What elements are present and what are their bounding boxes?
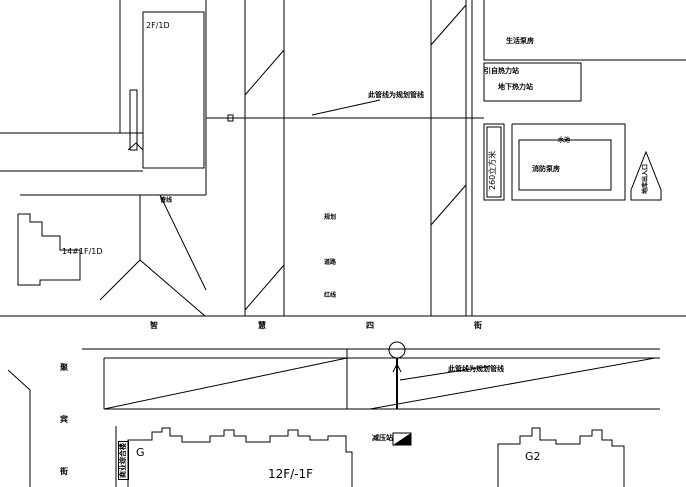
street-hatch-2 bbox=[369, 357, 656, 410]
street-hatch-1 bbox=[103, 357, 348, 410]
label-pipe-top: 此管线为规划管线 bbox=[368, 91, 424, 99]
label-block-floors: 12F/-1F bbox=[268, 467, 314, 481]
pipe-valve bbox=[227, 114, 234, 122]
label-street-4: 街 bbox=[474, 321, 482, 330]
left-side-road bbox=[7, 369, 31, 487]
left-boundary-line bbox=[119, 0, 143, 134]
building-2f-outline bbox=[142, 11, 205, 169]
block-g-outline bbox=[127, 427, 353, 487]
pipe-leader-top bbox=[311, 99, 381, 116]
label-road-2: 道路 bbox=[324, 259, 337, 266]
entry-marker bbox=[127, 142, 144, 151]
label-street-2: 慧 bbox=[258, 321, 266, 330]
label-left-block: 商业综合楼 bbox=[118, 441, 129, 480]
label-triangle: 地库出入口 bbox=[642, 163, 649, 194]
label-block-g: G bbox=[136, 446, 145, 459]
label-road-1: 规划 bbox=[324, 214, 337, 221]
diag-road-3 bbox=[159, 194, 207, 291]
label-block-g2: G2 bbox=[525, 450, 541, 463]
water-tank-outline bbox=[483, 123, 505, 201]
label-building-2f: 2F/1D bbox=[146, 21, 170, 30]
label-road-3: 红线 bbox=[324, 292, 337, 299]
pressure-box-fill bbox=[393, 433, 411, 445]
heat-station-outline bbox=[483, 62, 582, 102]
road-hatch-2 bbox=[244, 264, 285, 311]
label-side-2: 宾 bbox=[60, 415, 68, 424]
label-street-3: 四 bbox=[366, 321, 374, 330]
stair-block bbox=[129, 89, 138, 151]
block-g2-outline bbox=[497, 427, 625, 487]
label-mid-small: 管线 bbox=[160, 197, 173, 204]
label-pipe-bottom: 此管线为规划管线 bbox=[448, 365, 504, 373]
water-tank-inner bbox=[486, 126, 502, 198]
label-small-box: 水池 bbox=[558, 137, 571, 144]
label-pressure-a: 引自热力站 bbox=[484, 67, 519, 75]
pump-room-outline bbox=[483, 0, 686, 61]
triangle-marker bbox=[630, 150, 662, 201]
pipe-arrow bbox=[392, 362, 402, 373]
label-street-1: 智 bbox=[150, 321, 158, 330]
pipe-leader-bottom bbox=[399, 365, 491, 381]
fire-pump-room-inner bbox=[518, 139, 612, 191]
pipe-node-circle bbox=[388, 341, 406, 359]
label-pump-small: 减压站 bbox=[372, 434, 393, 442]
label-pressure-b: 地下热力站 bbox=[498, 83, 533, 91]
road-hatch-3 bbox=[430, 4, 467, 46]
fire-pump-room-outer bbox=[511, 123, 626, 201]
label-building-14: 14#1F/1D bbox=[62, 247, 103, 256]
label-water-tank: 260立方米 bbox=[488, 150, 497, 190]
road-hatch-4 bbox=[430, 184, 467, 226]
label-fire-pump: 消防泵房 bbox=[532, 165, 560, 173]
label-living-pump: 生活泵房 bbox=[506, 37, 534, 45]
label-side-3: 街 bbox=[60, 467, 68, 476]
label-side-1: 聚 bbox=[60, 363, 68, 372]
diag-road-2 bbox=[99, 259, 141, 301]
road-hatch-1 bbox=[244, 49, 285, 96]
diag-road-1 bbox=[139, 195, 206, 317]
building-14-outline bbox=[17, 213, 81, 286]
